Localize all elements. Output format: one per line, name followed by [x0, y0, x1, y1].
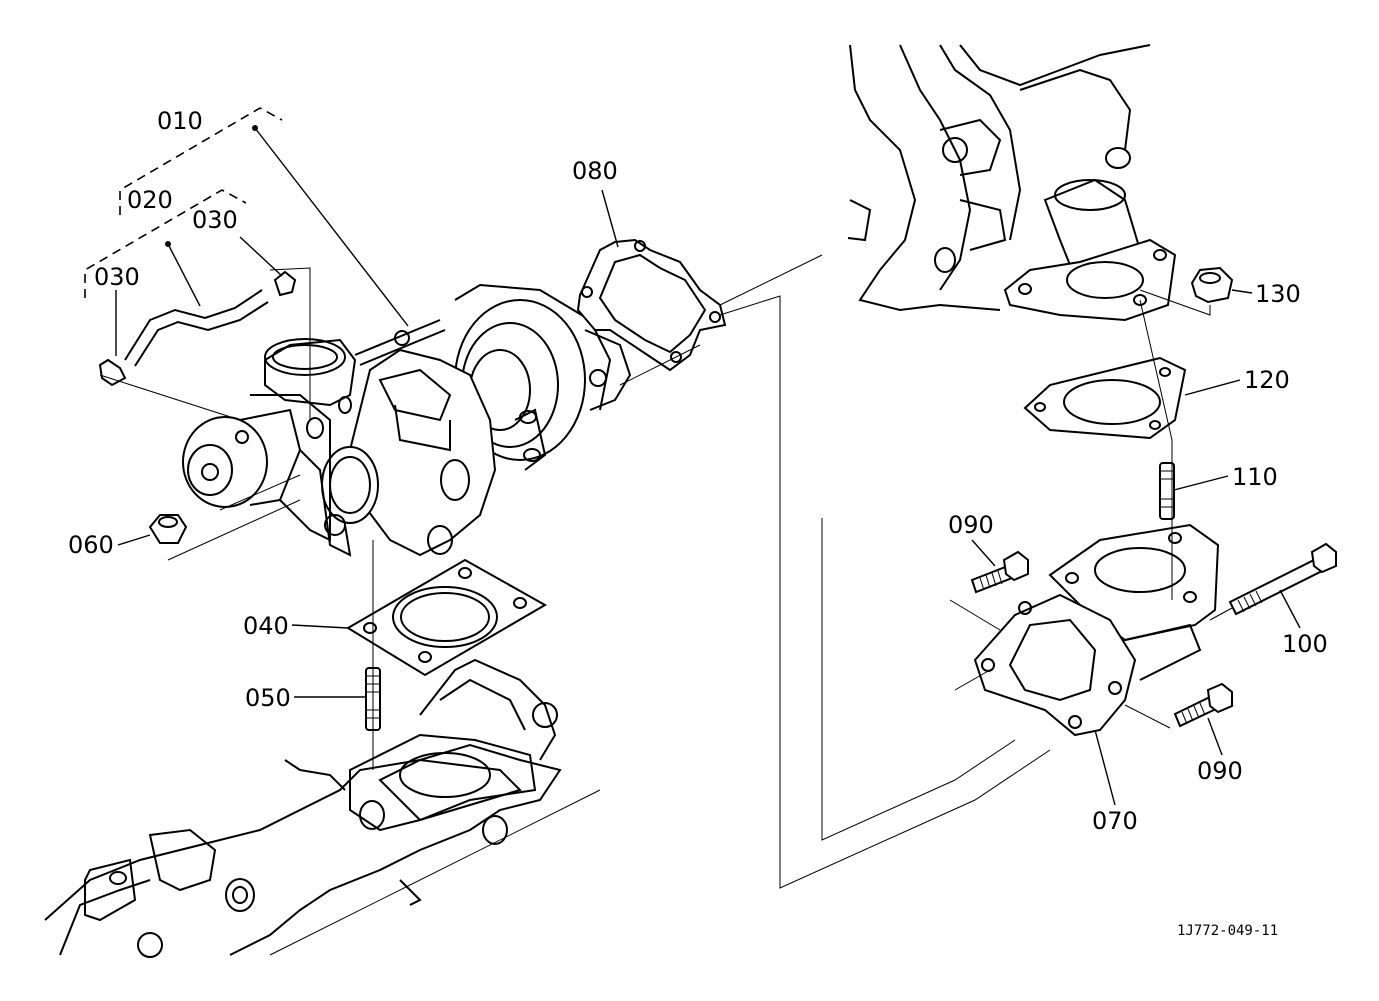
gasket-080	[576, 238, 727, 372]
callout-060: 060	[68, 531, 114, 559]
callout-100: 100	[1282, 630, 1328, 658]
callout-030-left: 030	[94, 263, 140, 291]
nut-060	[148, 514, 188, 544]
drawing-code: 1J772-049-11	[1177, 923, 1278, 939]
callout-090-lower: 090	[1197, 757, 1243, 785]
turbocharger	[182, 283, 632, 557]
engine-block	[847, 44, 1177, 322]
gasket-040	[346, 558, 548, 677]
callout-040: 040	[243, 612, 289, 640]
pipe-070	[973, 523, 1220, 737]
gasket-120	[1023, 356, 1187, 440]
reference-lines	[219, 254, 1233, 956]
stud-110	[1159, 462, 1175, 520]
callout-labels: 010 020 030 030 040 050 060 070 080 090 …	[68, 107, 1328, 939]
callout-010: 010	[157, 107, 203, 135]
callout-070: 070	[1092, 807, 1138, 835]
callout-120: 120	[1244, 366, 1290, 394]
bolt-090-upper	[970, 550, 1029, 594]
nut-130	[1190, 266, 1234, 304]
hose-020	[98, 270, 297, 387]
exhaust-manifold	[44, 658, 562, 958]
callout-030-upper: 030	[192, 206, 238, 234]
callout-090-upper: 090	[948, 511, 994, 539]
bolt-090-lower	[1173, 682, 1233, 728]
group-brackets	[84, 107, 283, 298]
callout-020: 020	[127, 186, 173, 214]
callout-110: 110	[1232, 463, 1278, 491]
callout-080: 080	[572, 157, 618, 185]
bolt-100	[1228, 542, 1337, 616]
callout-130: 130	[1255, 280, 1301, 308]
leader-lines	[99, 125, 1301, 806]
callout-050: 050	[245, 684, 291, 712]
